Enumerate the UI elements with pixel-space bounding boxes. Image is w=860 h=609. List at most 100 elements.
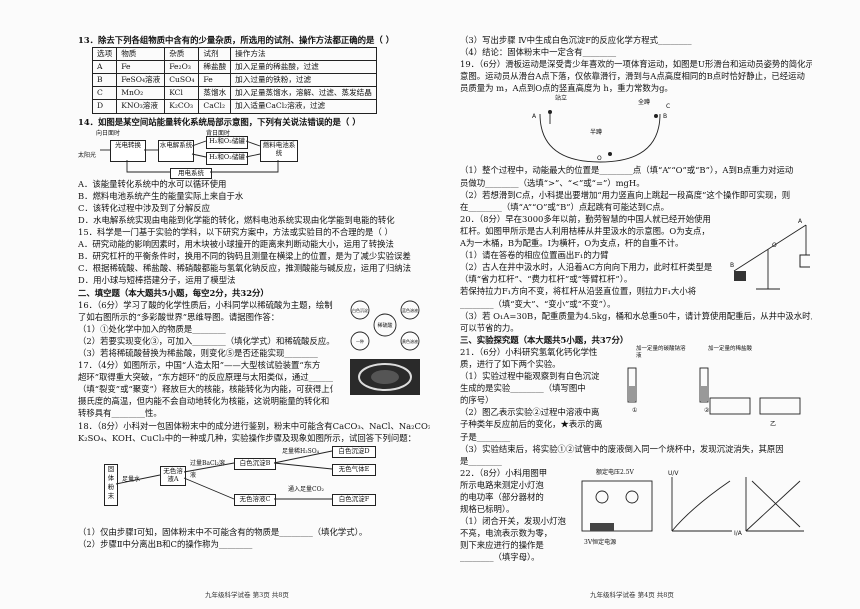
mindmap-node: 白色沉淀 [352, 307, 368, 313]
q16-line: 了如右图所示的“多彩酸世界”思维导图。请据图作答： [78, 311, 280, 322]
lever-figure: O B A [730, 218, 810, 290]
q18-line: 18．（8分）小科对一包固体粉末中的成分进行鉴别，粉末中可能含有CaCO₃、Na… [78, 420, 430, 431]
load-box: 用电系统 [170, 167, 212, 179]
q18-flowchart: 固体粉末 足量水 无色溶液A 过量BaCl₂溶液 白色沉淀B 足量稀H₂SO₄ … [78, 444, 430, 526]
q20-line: 可以节省的力。 [460, 322, 519, 333]
flow-white: 白色沉淀D [332, 445, 376, 458]
q14-title: 14．如图是某空间站能量转化系统局部示意图，下列有关说法错误的是（ ） [78, 116, 361, 127]
cell: Fe [116, 60, 166, 75]
q19-line: 员质量为 m，A点到O点的竖直高度为 h，重力常数为g。 [460, 83, 673, 94]
q21-line: 是________ [460, 455, 502, 466]
q19-line: （2）若想滑到C点，小科提出要增加“用力竖直向上跳起一段高度”这个操作即可实现，… [460, 189, 791, 200]
q18-cont: （4）结论：固体粉末中一定含有________ [460, 47, 617, 58]
svg-text:A: A [798, 218, 803, 225]
q16-block: 16．（6分）学习了酸的化学性质后，小科同学以稀硫酸为主题，绘制 了如右图所示的… [78, 299, 430, 359]
q21-line: 子种类年反应前后的变化，★表示的离 [460, 419, 603, 430]
flow-co2: 通入足量CO₂ [288, 485, 324, 493]
flow-arrows [115, 450, 333, 500]
battery-label: 3V恒定电源 [584, 538, 617, 546]
graph1-yaxis: U/V [668, 470, 679, 477]
q17-line: 超环”取得重大突破，“东方超环”的反应原理与太阳类似，通过________ [78, 372, 333, 383]
mindmap-node: 蓝色溶液 [402, 307, 418, 313]
svg-text:乙: 乙 [770, 421, 776, 428]
cell: C [91, 86, 118, 101]
cell: KNO₃溶液 [116, 99, 166, 114]
q19-line: 意图。运动员从滑台A点下落，仅依靠滑行，滑到与A点高度相同的B点时恰好静止，已经… [460, 71, 805, 82]
q16-line: （1）①处化学中加入的物质是________ [78, 323, 226, 334]
cell: 加入适量CaCl₂溶液，过滤 [230, 99, 377, 114]
q20-line: （3）若 O₁A=30B，配重质量为4.5kg，桶和水总重50牛，请计算使用配重… [460, 310, 812, 321]
cell: KCl [164, 86, 200, 101]
cell: MnO₂ [116, 86, 166, 101]
q16-line: 16．（6分）学习了酸的化学性质后，小科同学以稀硫酸为主题，绘制 [78, 299, 333, 310]
q14-diagram: 向日面时 背日面时 太阳光 光电转换 水电解系统 H₂和O₂储罐 H₂和O₂储罐… [78, 128, 430, 179]
q20-line: ________（填“变大”、“变小”或“不变”）。 [460, 298, 616, 309]
q22-line: 不亮，电流表示数为零， [460, 528, 553, 539]
q15-line: A．研究动能的影响因素时，用木块被小球撞开的距离来判断动能大小，运用了转换法 [78, 239, 394, 250]
halfpipe-diagram: 站立 全蹲 半蹲 A B C O [532, 94, 670, 163]
q18-part: （1）仅由步骤Ⅰ可知，固体粉末中不可能含有的物质是________（填化学式）。 [78, 526, 368, 537]
svg-text:O: O [772, 242, 777, 249]
q15-line: 15．科学是一门基于实验的学科，以下研究方案中，方法或实验目的不合理的是（ ） [78, 227, 393, 238]
footer-right: 九年级科学试卷 第4页 共8页 [590, 591, 674, 599]
iu-graph-1: U/V I/A [668, 470, 743, 537]
q19-figure: 站立 全蹲 半蹲 A B C O [460, 94, 812, 164]
right-column: （3）写出步骤 Ⅳ中生成白色沉淀F的反应化学方程式________ （4）结论：… [460, 34, 812, 564]
q21-line: 质，进行了如下两个实验。 [460, 358, 561, 369]
table-row: A Fe Fe₂O₃ 稀盐酸 加入足量的稀盐酸，过滤 [91, 60, 377, 75]
q19-line: 员做功________（选填“>”、“<”或“=”）mgH。 [460, 177, 645, 188]
q14-option: A．该能量转化系统中的水可以循环使用 [78, 178, 227, 189]
fig-squat: 半蹲 [590, 128, 602, 136]
q19-line: 在________（填“A”“O”或“B”）点起跳有可能达到C点。 [460, 201, 670, 212]
circuit-figure: 额定电压2.5V 3V恒定电源 U/V I/A [572, 467, 812, 563]
mindmap-figure: 稀硫酸 蓝色溶液 黄色溶液 白色沉淀 一种 [350, 300, 420, 351]
left-column: 13．除去下列各组物质中含有的少量杂质，所选用的试剂、操作方法都正确的是（ ） … [78, 34, 430, 550]
q20-line: 若保持拉力F₁方向不变，将杠杆从沿竖直位置，则拉力F₁大小将 [460, 286, 697, 297]
flow-powder: 固体粉末 [104, 463, 118, 506]
table-row: B FeSO₄溶液 CuSO₄ Fe 加入过量的铁粉，过滤 [91, 73, 377, 88]
q17-line: 摄氏度的高温，但内能不会自动地转化为核能，这说明能量的转化和 [78, 396, 330, 407]
svg-text:C: C [666, 103, 670, 110]
mindmap-center: 稀硫酸 [377, 322, 392, 329]
label-day: 向日面时 [96, 129, 121, 137]
fig-standing: 站立 [555, 94, 567, 102]
rated-voltage: 额定电压2.5V [596, 468, 634, 476]
th: 物质 [116, 47, 166, 62]
cell: 加入足量的稀盐酸，过滤 [230, 60, 377, 75]
h2o2-box-2: H₂和O₂储罐 [206, 151, 248, 165]
q20-line: 杠杆。如图甲所示是古人利用桔棒从井里汲水的示意图。O为支点， [460, 225, 710, 236]
flow-clear: 无色溶液A [160, 465, 186, 486]
section-3-heading: 三、实验探究题（本大题共5小题，共37分） [460, 334, 629, 345]
q22-line: 所示电路来测定小灯泡 [460, 479, 544, 490]
q22-line: （1）闭合开关，发现小灯泡 [460, 516, 566, 527]
circuit-svg: U/V I/A [581, 470, 804, 537]
q13-title: 13．除去下列各组物质中含有的少量杂质，所选用的试剂、操作方法都正确的是（ ） [78, 35, 395, 45]
label-night: 背日面时 [206, 129, 231, 137]
th: 杂质 [164, 47, 200, 62]
q14-arrows [100, 140, 279, 173]
cell: 加入过量的铁粉，过滤 [230, 73, 377, 88]
q20-line: （填“省力杠杆”、“费力杠杆”或“等臂杠杆”）。 [460, 274, 633, 285]
q21-line: 21．（6分）小科研究氢氧化钙化学性 [460, 346, 598, 357]
tubes-svg: ① ② 乙 [627, 367, 801, 428]
cell: A [91, 60, 118, 75]
fuel-box: 燃料电池系统 [260, 139, 298, 162]
q21-line: （3）实验结束后，将实验①②试管中的废液倒入同一个烧杯中，发现沉淀消失，其原因 [460, 443, 784, 454]
q14-option: D．水电解系统实现由电能到化学能的转化，燃料电池系统实现由化学能到电能的转化 [78, 214, 395, 225]
q20-block: 20．（8分）早在3000多年以前，勤劳智慧的中国人就已经开始使用 杠杆。如图甲… [460, 213, 812, 310]
flow-filtrate: 无色溶液C [234, 493, 276, 506]
q15-line: B．研究杠杆的平衡条件时，换用不同的钩码且测量在横梁上的位置，是为了减少实验误差 [78, 251, 411, 262]
q21-line: 的序号） [460, 395, 494, 406]
flow-gas: 无色气体E [332, 463, 376, 476]
flow-water: 足量水 [122, 475, 141, 483]
q15-line: D．用小球与短棒搭建分子，运用了模型法 [78, 275, 236, 286]
q14-option: B．燃料电池系统产生的能量实际上来自于水 [78, 190, 244, 201]
h2o2-box: H₂和O₂储罐 [206, 135, 248, 149]
cell: CuSO₄ [164, 73, 200, 88]
cell: B [91, 73, 118, 88]
svg-text:A: A [532, 113, 537, 120]
cell: CaCl₂ [198, 99, 232, 114]
table-row: C MnO₂ KCl 蒸馏水 加入足量蒸馏水，溶解、过滤、蒸发结晶 [91, 86, 377, 101]
svg-text:B: B [730, 262, 734, 269]
